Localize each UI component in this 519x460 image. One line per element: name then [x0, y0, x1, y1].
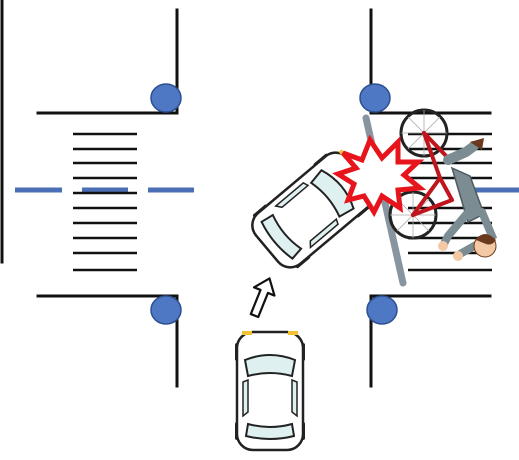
- turning-car: [251, 149, 378, 269]
- rider-hair: [476, 234, 496, 245]
- signal-poles: [150, 83, 398, 325]
- curb-top-right: [369, 8, 492, 115]
- rear-window: [260, 213, 303, 260]
- curb-bottom-left: [36, 294, 179, 388]
- headlight: [242, 331, 252, 335]
- rider-hand: [438, 241, 448, 251]
- rear-window: [244, 422, 296, 440]
- rider-arm: [440, 206, 474, 248]
- signal-pole-icon: [150, 295, 182, 325]
- crosswalk-west: [73, 132, 137, 272]
- rider-leg: [443, 141, 479, 165]
- rider-hand: [453, 251, 463, 261]
- rider-shoe: [470, 138, 484, 150]
- side-window-left: [242, 378, 249, 418]
- signal-pole-icon: [150, 83, 182, 113]
- side-window-right: [291, 378, 298, 418]
- impact-burst-icon: [332, 134, 427, 218]
- side-window-left: [274, 181, 310, 209]
- signal-pole-icon: [366, 295, 398, 325]
- bicycle-frame: [411, 131, 454, 217]
- signal-pole-icon: [359, 83, 391, 113]
- side-window-right: [309, 217, 339, 249]
- windshield: [309, 169, 355, 218]
- curb-top-left: [36, 8, 179, 115]
- curb-bottom-right: [369, 294, 492, 388]
- falling-rider: [438, 138, 498, 261]
- road-edges: [0, 0, 492, 388]
- rider-arm: [456, 208, 498, 258]
- approaching-car: [235, 330, 305, 452]
- headlight: [288, 331, 298, 335]
- windshield: [243, 354, 297, 378]
- arrow-up-icon: [249, 277, 276, 319]
